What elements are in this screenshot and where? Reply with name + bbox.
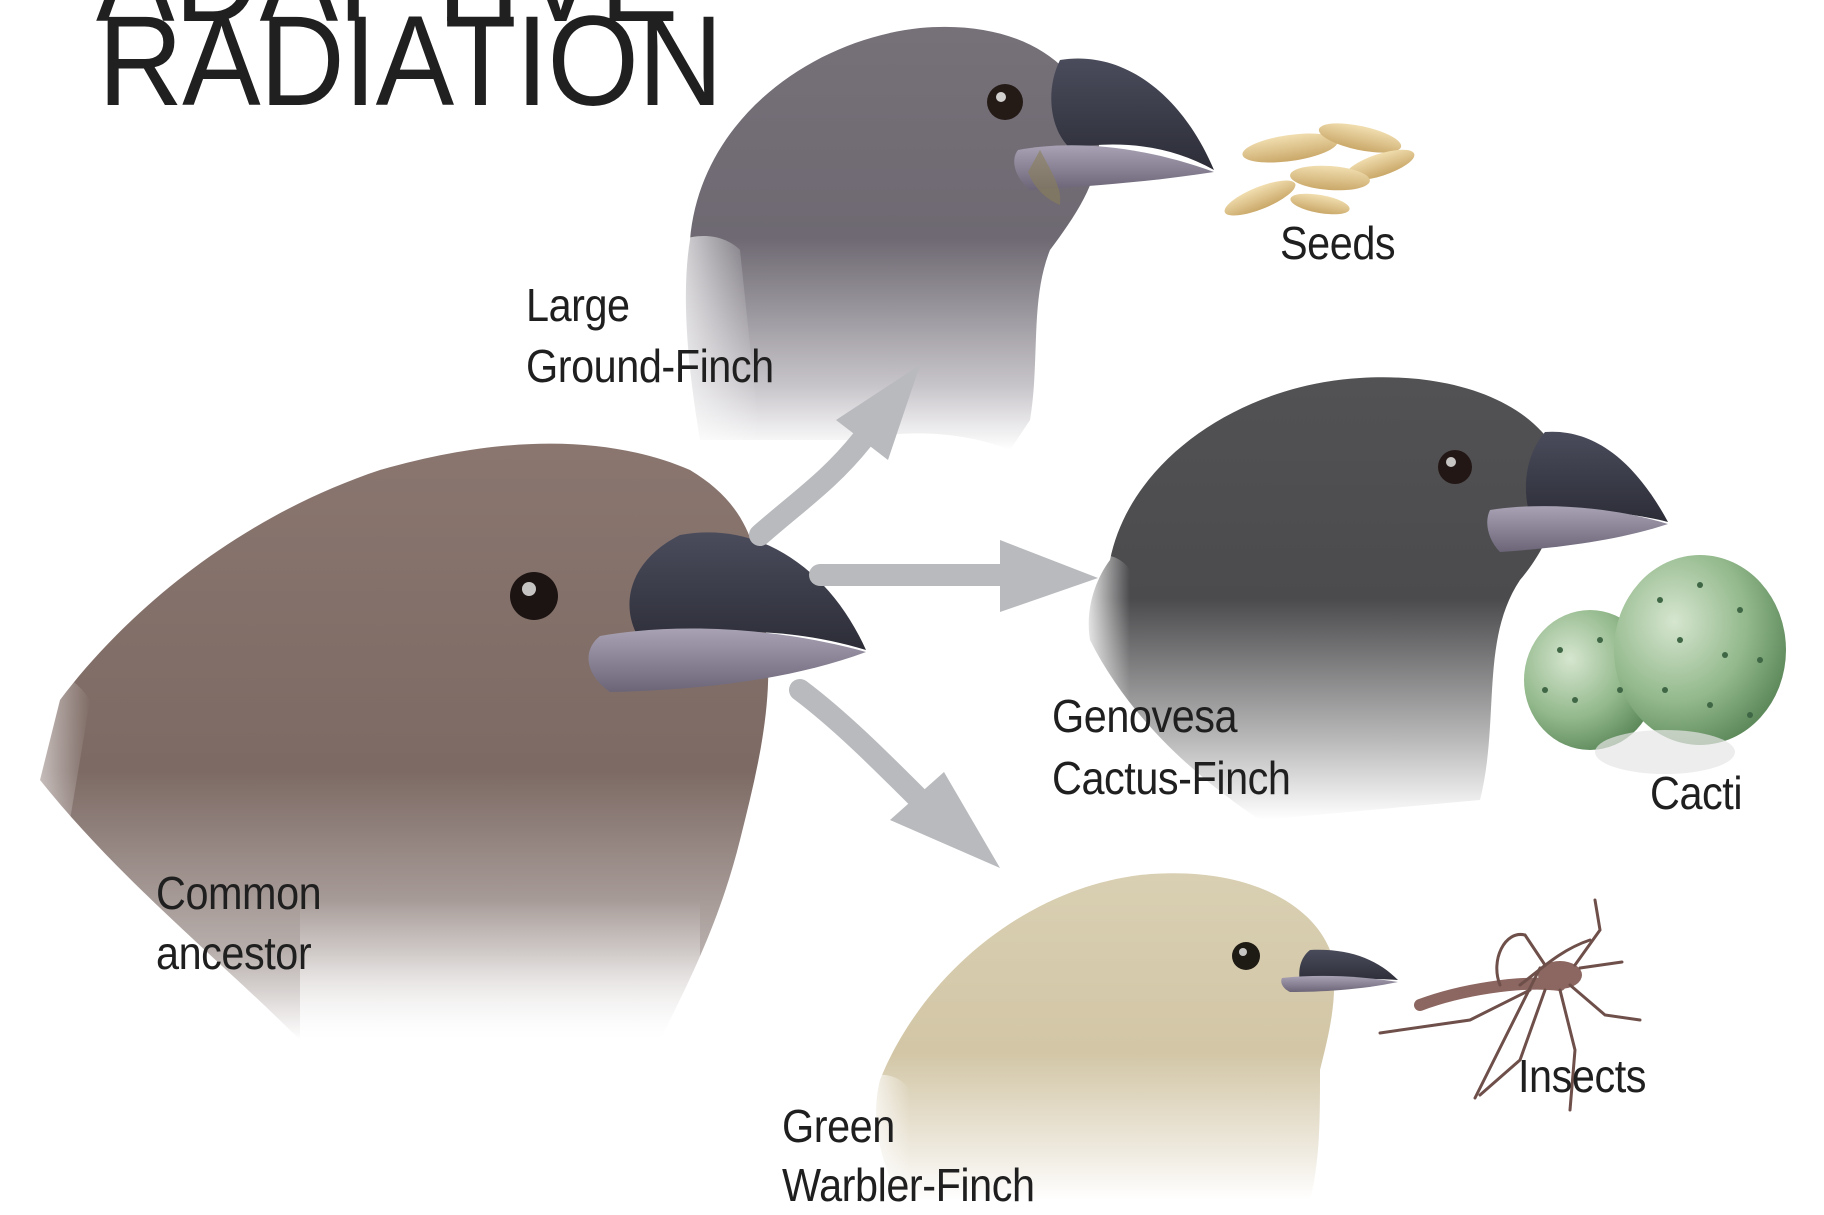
common-ancestor-illustration — [0, 444, 866, 1060]
common-ancestor-label-line2: ancestor — [156, 923, 311, 983]
cacti-illustration — [1524, 555, 1786, 774]
green-warbler-finch-label-line1: Green — [782, 1096, 895, 1156]
arrow-to-cactus-finch — [820, 540, 1098, 612]
genovesa-cactus-finch-label-line2: Cactus-Finch — [1052, 748, 1290, 808]
title-line-2: RADIATION — [98, 0, 722, 132]
genovesa-cactus-finch-label-line1: Genovesa — [1052, 686, 1237, 746]
large-ground-finch-label-line2: Ground-Finch — [526, 336, 774, 396]
seeds-illustration — [1221, 118, 1418, 223]
cacti-label: Cacti — [1650, 763, 1742, 823]
large-ground-finch-label-line1: Large — [526, 275, 630, 335]
seeds-label: Seeds — [1280, 213, 1395, 273]
arrow-to-warbler-finch — [800, 690, 1000, 868]
common-ancestor-label-line1: Common — [156, 863, 321, 923]
insects-label: Insects — [1518, 1046, 1646, 1106]
green-warbler-finch-label-line2: Warbler-Finch — [782, 1155, 1035, 1215]
